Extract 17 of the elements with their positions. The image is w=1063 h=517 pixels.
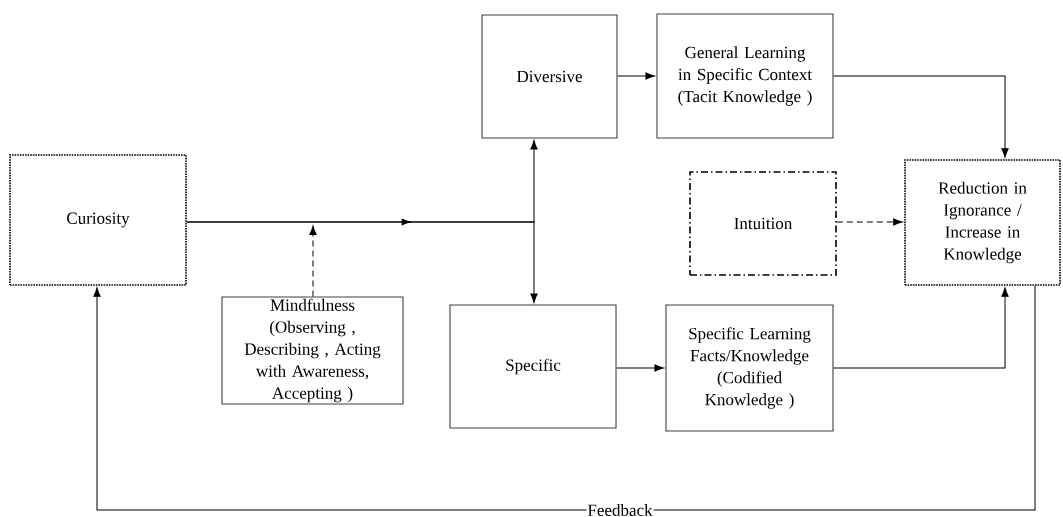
arrow xyxy=(93,285,1036,511)
arrow xyxy=(836,218,903,226)
arrow xyxy=(833,75,1009,158)
intuition-box: Intuition xyxy=(689,171,837,276)
arrow xyxy=(186,218,538,303)
arrow xyxy=(616,364,664,372)
outcome-box: Reduction in Ignorance / Increase in Knowledge xyxy=(904,159,1061,286)
process-box: Specific Learning Facts/Knowledge (Codified Knowledge ) xyxy=(665,304,834,432)
arrow xyxy=(833,287,1009,369)
process-box: Diversive xyxy=(481,14,618,139)
process-box: Specific xyxy=(449,304,617,429)
edge-label: Feedback xyxy=(587,504,653,516)
process-box: General Learning in Specific Context (Tacit Knowledge ) xyxy=(656,13,834,139)
outcome-box: Curiosity xyxy=(9,154,187,286)
process-box: Mindfulness (Observing , Describing , Acting with Awareness, Accepting ) xyxy=(221,296,404,405)
arrow xyxy=(617,72,655,80)
arrow xyxy=(309,225,317,297)
